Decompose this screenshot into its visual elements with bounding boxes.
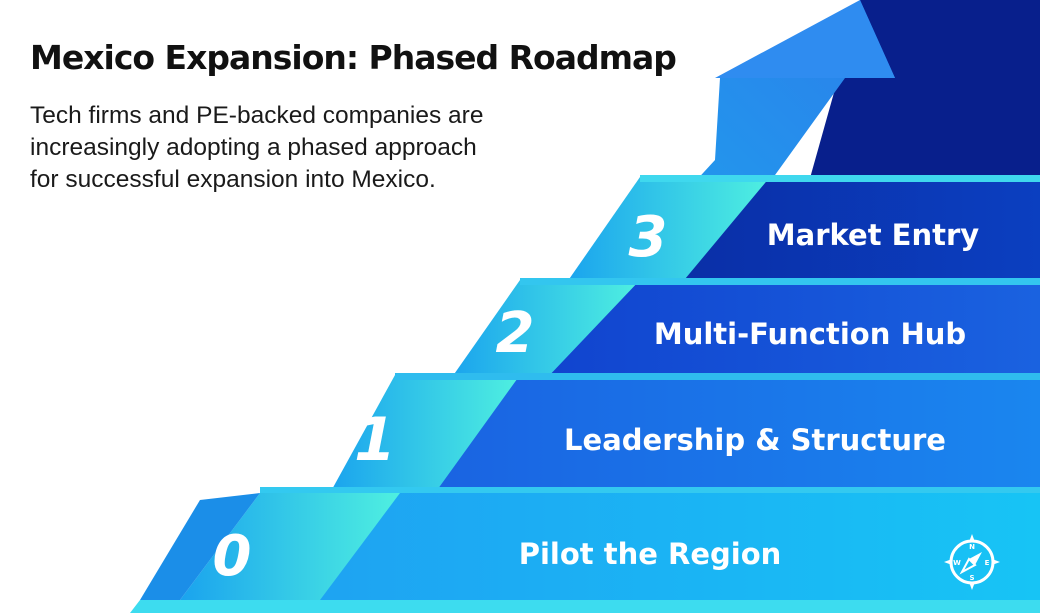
riser-3 — [565, 177, 770, 285]
step-label-1: Leadership & Structure — [564, 423, 946, 457]
description-line: for successful expansion into Mexico. — [30, 166, 436, 193]
riser-0 — [180, 493, 400, 600]
tread-2 — [520, 278, 1040, 285]
page-title: Mexico Expansion: Phased Roadmap — [30, 38, 677, 77]
step-band-0 — [250, 493, 1040, 600]
step-label-3: Market Entry — [767, 218, 979, 252]
step-number-3: 3 — [629, 205, 668, 270]
step-band-1 — [360, 380, 1040, 493]
step-label-0: Pilot the Region — [519, 537, 782, 571]
svg-text:S: S — [969, 574, 974, 582]
tread-1 — [395, 373, 1040, 380]
svg-text:W: W — [953, 559, 961, 567]
riser-1 — [330, 375, 520, 493]
step-number-0: 0 — [213, 524, 252, 589]
svg-text:E: E — [985, 559, 990, 567]
tread-3 — [640, 175, 1040, 182]
compass-icon: N S W E — [944, 534, 1000, 590]
riser-2 — [450, 280, 640, 380]
description-line: Tech firms and PE-backed companies are — [30, 102, 484, 129]
step-label-2: Multi-Function Hub — [654, 317, 966, 351]
base-edge — [140, 493, 260, 600]
step-number-2: 2 — [496, 301, 535, 366]
description-line: increasingly adopting a phased approach — [30, 134, 477, 161]
svg-text:N: N — [969, 543, 975, 551]
arrow-head — [715, 0, 895, 78]
step-number-1: 1 — [354, 405, 396, 475]
tread-0 — [260, 487, 1040, 493]
floor — [130, 600, 1040, 613]
description: Tech firms and PE-backed companies are i… — [30, 100, 550, 196]
